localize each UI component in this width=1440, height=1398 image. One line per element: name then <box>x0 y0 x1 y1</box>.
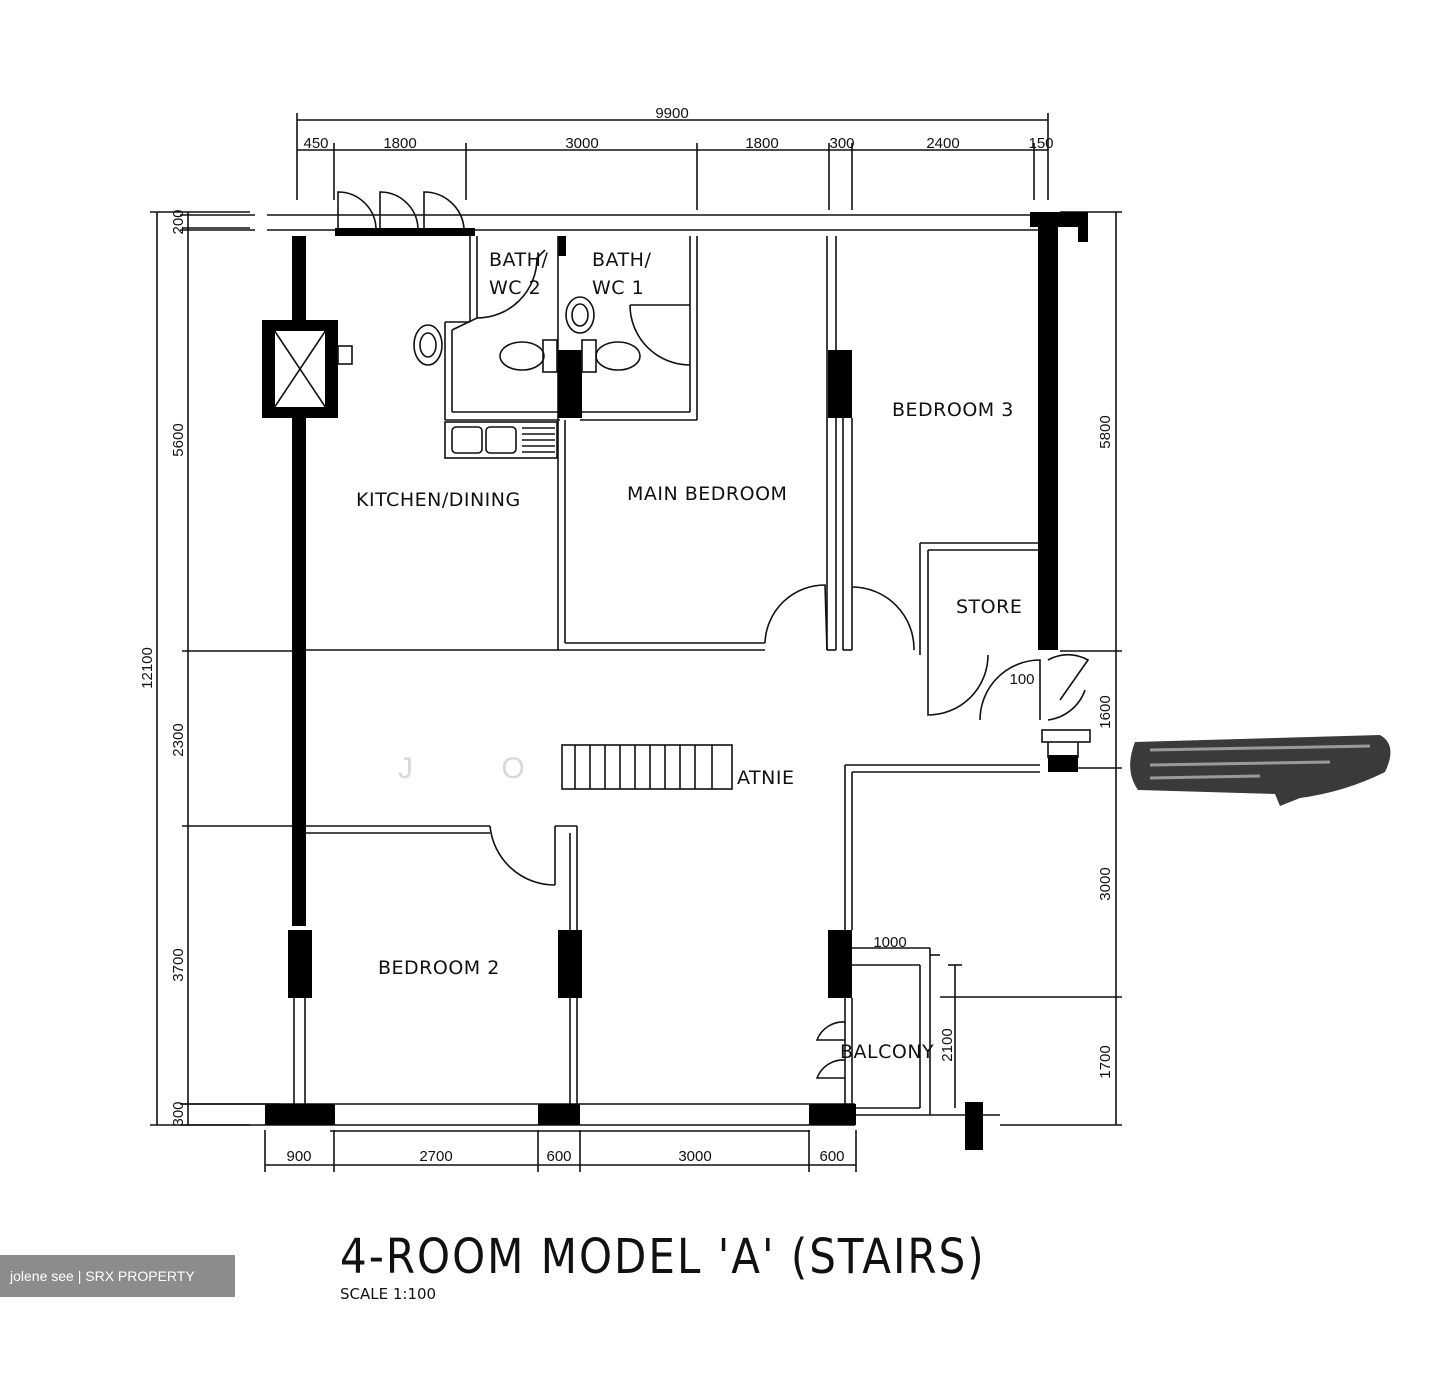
doors: 100 <box>337 191 1090 1079</box>
dim-top-5: 300 <box>829 135 854 152</box>
label-bath1-line2: WC 1 <box>592 277 644 299</box>
right-dimensions: 5800 1600 3000 1700 <box>940 211 1122 1126</box>
label-store: STORE <box>956 596 1022 618</box>
label-kitchen: KITCHEN/DINING <box>356 489 521 511</box>
credit-badge: jolene see | SRX PROPERTY <box>0 1255 235 1297</box>
dim-left-4: 3700 <box>170 948 187 981</box>
fixtures: ATNIE <box>413 296 794 790</box>
label-bath2-line2: WC 2 <box>489 277 541 299</box>
dim-overall-width: 9900 <box>655 105 688 122</box>
label-main-bedroom: MAIN BEDROOM <box>627 483 787 505</box>
plan-scale: SCALE 1:100 <box>340 1285 437 1303</box>
dim-top-4: 1800 <box>745 135 778 152</box>
dim-right-3: 3000 <box>1097 867 1114 900</box>
bottom-dimensions: 900 2700 600 3000 600 <box>264 1130 857 1172</box>
watermark: J O <box>398 752 565 785</box>
dim-left-3: 2300 <box>170 723 187 756</box>
dim-right-1: 5800 <box>1097 415 1114 448</box>
dim-left-5: 300 <box>170 1101 187 1126</box>
label-bedroom2: BEDROOM 2 <box>378 957 500 979</box>
dim-bottom-1: 900 <box>286 1148 311 1165</box>
top-dimensions: 9900 450 1800 3000 1800 300 2400 150 <box>296 105 1054 210</box>
walls: 1000 2100 <box>180 212 1091 1150</box>
label-bath1-line1: BATH/ <box>592 249 651 271</box>
stairs-label: ATNIE <box>737 767 794 789</box>
label-bath2-line1: BATH/ <box>489 249 548 271</box>
label-balcony: BALCONY <box>840 1041 934 1063</box>
label-bedroom3: BEDROOM 3 <box>892 399 1014 421</box>
plan-title: 4-ROOM MODEL 'A' (STAIRS) <box>340 1228 986 1285</box>
dim-top-2: 1800 <box>383 135 416 152</box>
dim-balcony-depth: 2100 <box>939 1028 956 1061</box>
dim-top-7: 150 <box>1028 135 1053 152</box>
dim-entrance-door: 100 <box>1009 671 1034 688</box>
room-labels: BATH/ WC 2 BATH/ WC 1 KITCHEN/DINING MAI… <box>356 249 1022 1063</box>
dim-balcony-width: 1000 <box>873 934 906 951</box>
dim-bottom-4: 3000 <box>678 1148 711 1165</box>
dim-right-2: 1600 <box>1097 695 1114 728</box>
dim-left-2: 5600 <box>170 423 187 456</box>
dim-top-1: 450 <box>303 135 328 152</box>
dim-bottom-5: 600 <box>819 1148 844 1165</box>
dim-top-3: 3000 <box>565 135 598 152</box>
dim-bottom-3: 600 <box>546 1148 571 1165</box>
dim-top-6: 2400 <box>926 135 959 152</box>
dim-right-4: 1700 <box>1097 1045 1114 1078</box>
dim-left-overall: 12100 <box>139 647 156 689</box>
redacted-stamp <box>1130 735 1391 806</box>
dim-bottom-2: 2700 <box>419 1148 452 1165</box>
